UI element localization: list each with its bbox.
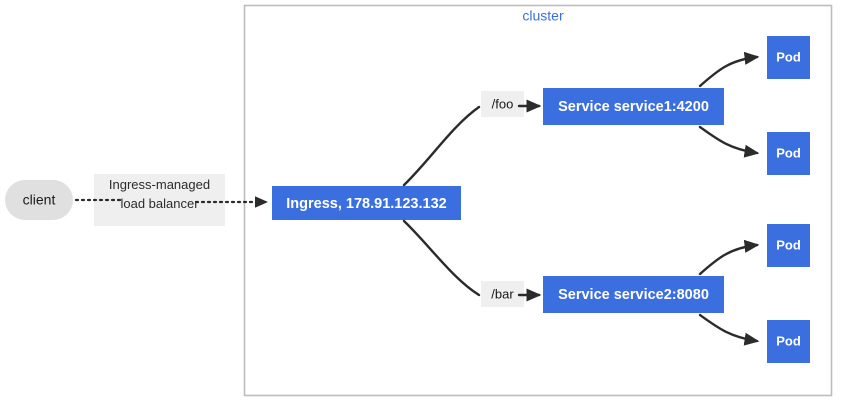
edge-ingress-to-foo <box>402 105 481 187</box>
edge-service2-to-pod1 <box>698 239 760 276</box>
service-node-service1[interactable] <box>543 88 724 125</box>
service-label-service1: Service service1:4200 <box>558 99 709 115</box>
client-label: client <box>23 192 56 208</box>
load-balancer-line2: load balancer <box>120 196 199 211</box>
pod-label-1: Pod <box>776 49 801 64</box>
ingress-node[interactable] <box>272 186 461 220</box>
ingress-label: Ingress, 178.91.123.132 <box>286 196 446 212</box>
path-label-box-foo <box>481 91 524 117</box>
edge-ingress-to-bar <box>402 219 481 297</box>
service-label-service2: Service service2:8080 <box>558 287 709 303</box>
pod-node-1[interactable] <box>767 36 810 79</box>
pod-node-4[interactable] <box>767 320 810 363</box>
pod-node-3[interactable] <box>767 224 810 267</box>
client-node[interactable] <box>5 180 73 220</box>
pod-node-2[interactable] <box>767 132 810 175</box>
load-balancer-label-box <box>94 174 225 226</box>
edge-service1-to-pod2 <box>698 125 760 158</box>
path-label-foo: /foo <box>492 96 514 111</box>
path-label-box-bar <box>481 281 524 307</box>
service-node-service2[interactable] <box>543 276 724 313</box>
pod-label-4: Pod <box>776 333 801 348</box>
pod-label-3: Pod <box>776 237 801 252</box>
edge-service2-to-pod2 <box>698 313 760 346</box>
edge-service1-to-pod1 <box>698 51 760 88</box>
cluster-label: cluster <box>522 8 564 24</box>
pod-label-2: Pod <box>776 145 801 160</box>
path-label-bar: /bar <box>491 286 514 301</box>
load-balancer-line1: Ingress-managed <box>109 177 210 192</box>
